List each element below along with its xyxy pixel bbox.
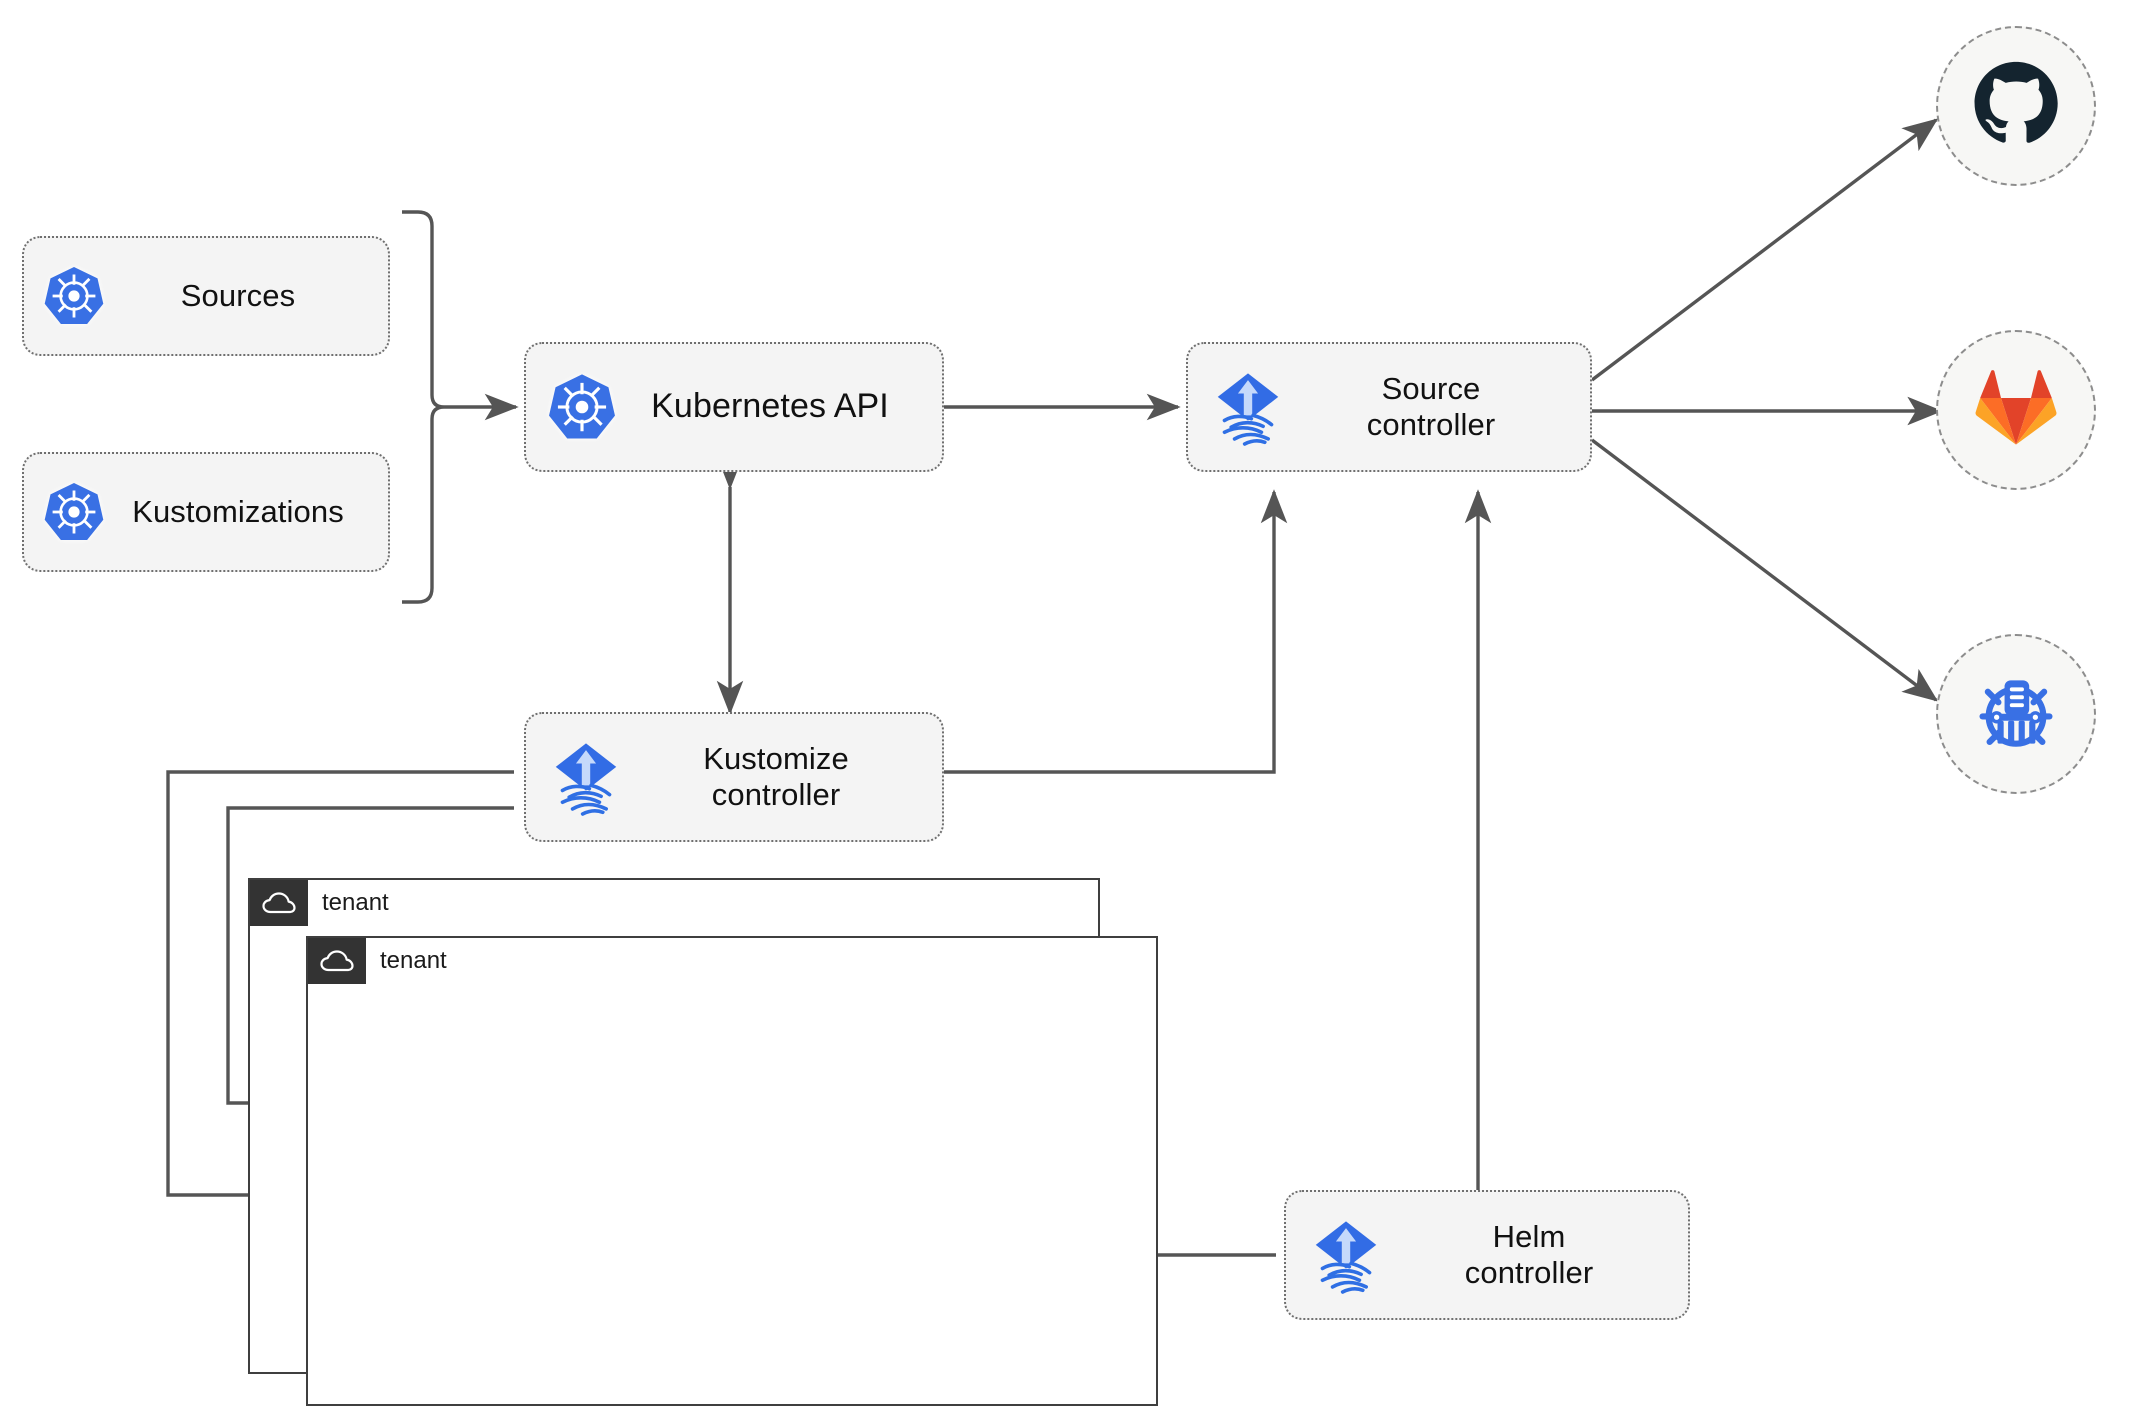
tenant-header: tenant [250,880,389,926]
node-label: Kustomize controller [703,741,849,812]
node-kustomizations[interactable]: Kustomizations [22,452,390,572]
kubernetes-icon [546,371,618,443]
kubernetes-bucket-icon [1972,668,2060,761]
tenant-container-front: tenant [306,936,1158,1406]
node-label: Kubernetes API [651,387,889,426]
node-label: Helm controller [1464,1219,1594,1290]
flux-icon [1206,365,1290,449]
edge-kustomize-source [944,489,1288,774]
edge-brace [402,210,445,604]
node-label: Kustomizations [132,494,344,530]
node-label: Source controller [1366,371,1496,442]
node-source-controller[interactable]: Source controller [1186,342,1592,472]
cloud-icon [308,938,366,984]
edge-source-github [1590,118,1939,382]
flux-icon [1304,1213,1388,1297]
tenant-header: tenant [308,938,447,984]
endpoint-gitlab[interactable] [1936,330,2096,490]
kubernetes-icon [42,480,106,544]
node-helm-controller[interactable]: Helm controller [1284,1190,1690,1320]
flux-icon [544,735,628,819]
endpoint-github[interactable] [1936,26,2096,186]
node-kustomize-controller[interactable]: Kustomize controller [524,712,944,842]
gitlab-icon [1974,368,2058,453]
cloud-icon [250,880,308,926]
endpoint-helm-repo[interactable] [1936,634,2096,794]
node-label: Sources [180,278,296,314]
tenant-label: tenant [322,889,389,916]
github-icon [1972,60,2060,153]
edge-source-helmrepo [1590,438,1939,702]
kubernetes-icon [42,264,106,328]
node-kubernetes-api[interactable]: Kubernetes API [524,342,944,472]
node-sources[interactable]: Sources [22,236,390,356]
tenant-label: tenant [380,947,447,974]
